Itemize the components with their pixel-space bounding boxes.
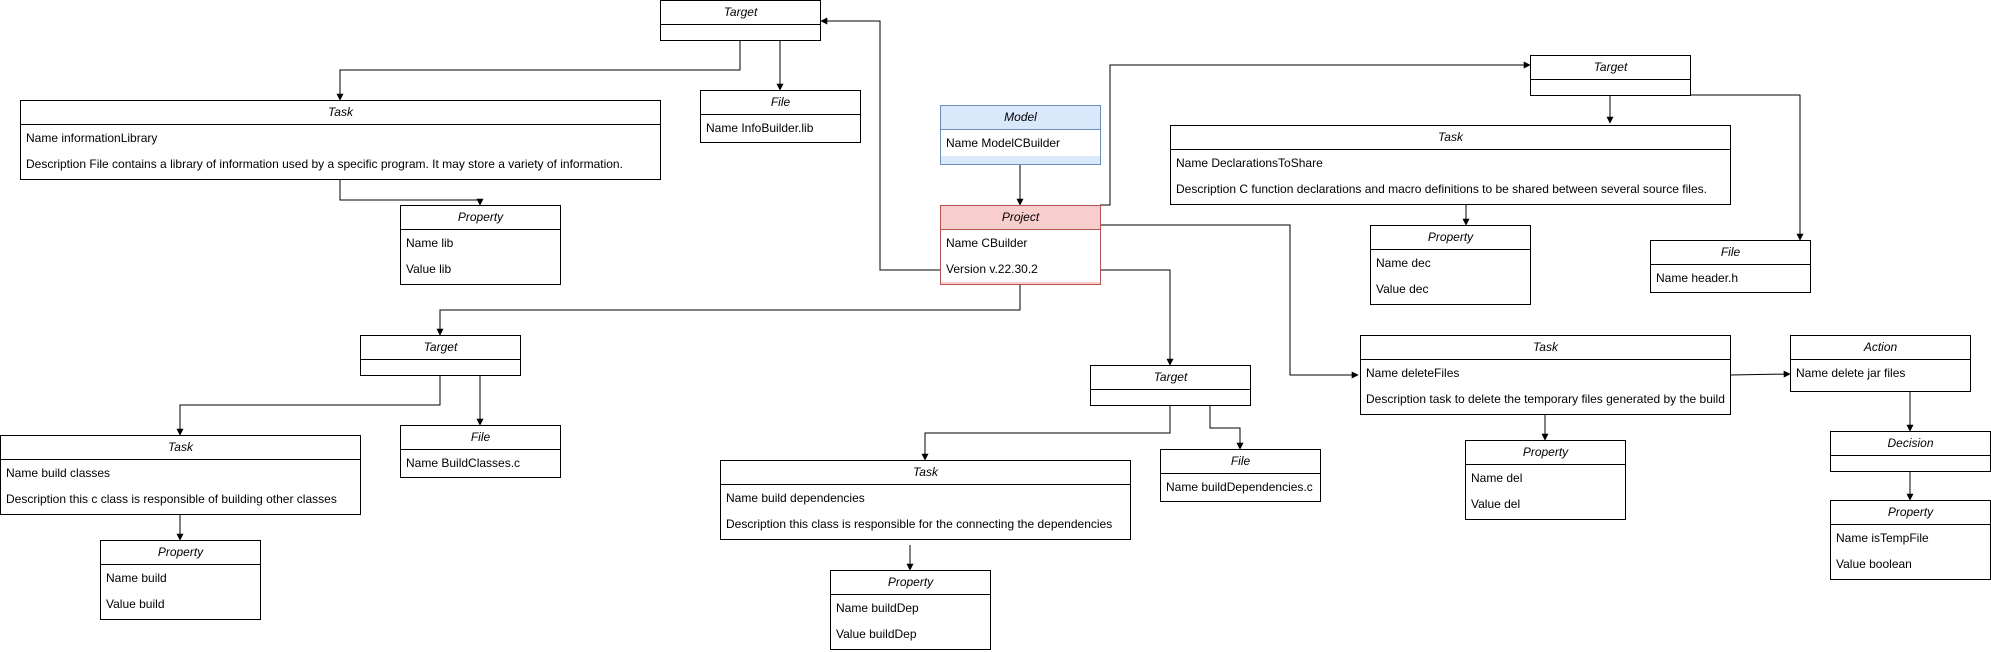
node-value: Value buildDep [836, 627, 917, 641]
node-name: Name delete jar files [1796, 366, 1906, 380]
file-node-builddependencies[interactable]: File Name buildDependencies.c [1160, 449, 1321, 502]
node-title: File [1651, 241, 1810, 265]
node-title: Action [1791, 336, 1970, 360]
node-value: Value del [1471, 497, 1521, 511]
node-version: Version v.22.30.2 [946, 262, 1038, 276]
file-node-header[interactable]: File Name header.h [1650, 240, 1811, 293]
edge-task-info-to-property-lib [339, 180, 484, 206]
node-value: Value lib [406, 262, 452, 276]
node-description: Description C function declarations and … [1176, 182, 1707, 196]
node-title: Property [101, 541, 260, 565]
node-title: Decision [1831, 432, 1990, 456]
node-name: Name informationLibrary [26, 131, 158, 145]
node-name: Name BuildClasses.c [406, 456, 521, 470]
target-node-left[interactable]: Target [360, 335, 521, 376]
node-name: Name CBuilder [946, 236, 1028, 250]
node-name: Name header.h [1656, 271, 1739, 285]
decision-node[interactable]: Decision [1830, 431, 1991, 472]
edge-task-delete-to-action [1729, 370, 1791, 378]
node-value: Value build [106, 597, 165, 611]
node-title: Target [661, 1, 820, 25]
node-name: Name build dependencies [726, 491, 865, 505]
property-node-istempfile[interactable]: Property Name isTempFile Value boolean [1830, 500, 1991, 580]
property-node-del[interactable]: Property Name del Value del [1465, 440, 1626, 520]
node-name: Name deleteFiles [1366, 366, 1460, 380]
action-node[interactable]: Action Name delete jar files [1790, 335, 1971, 392]
node-description: Description task to delete the temporary… [1366, 392, 1725, 406]
project-node[interactable]: Project Name CBuilder Version v.22.30.2 [940, 205, 1101, 285]
node-name: Name ModelCBuilder [946, 136, 1061, 150]
node-title: Property [1831, 501, 1990, 525]
node-title: Target [1531, 56, 1690, 80]
node-title: Property [831, 571, 990, 595]
task-node-build-classes[interactable]: Task Name build classes Description this… [0, 435, 361, 515]
node-name: Name buildDep [836, 601, 919, 615]
edge-target-mid-to-task-deps [921, 405, 1171, 461]
node-description: Description this c class is responsible … [6, 492, 337, 506]
node-value: Value dec [1376, 282, 1429, 296]
node-name: Name del [1471, 471, 1523, 485]
target-node-top[interactable]: Target [660, 0, 821, 41]
node-name: Name dec [1376, 256, 1431, 270]
node-description: Description File contains a library of i… [26, 157, 623, 171]
node-title: Model [941, 106, 1100, 130]
node-name: Name build classes [6, 466, 111, 480]
node-name: Name build [106, 571, 167, 585]
edge-project-to-target-left [436, 285, 1021, 336]
property-node-builddep[interactable]: Property Name buildDep Value buildDep [830, 570, 991, 650]
node-title: Task [1171, 126, 1730, 150]
property-node-lib[interactable]: Property Name lib Value lib [400, 205, 561, 285]
node-title: Task [21, 101, 660, 125]
edge-project-to-target-right [1100, 61, 1531, 206]
task-node-information-library[interactable]: Task Name informationLibrary Description… [20, 100, 661, 180]
node-title: Property [1466, 441, 1625, 465]
property-node-build[interactable]: Property Name build Value build [100, 540, 261, 620]
node-title: Project [941, 206, 1100, 230]
task-node-declarations[interactable]: Task Name DeclarationsToShare Descriptio… [1170, 125, 1731, 205]
edge-target-mid-to-file-deps [1209, 405, 1244, 450]
edge-target-top-to-task-info [336, 41, 741, 101]
property-node-dec[interactable]: Property Name dec Value dec [1370, 225, 1531, 305]
edge-target-right-to-file-header [1690, 94, 1804, 241]
node-value: Value boolean [1836, 557, 1912, 571]
model-node[interactable]: Model Name ModelCBuilder [940, 105, 1101, 165]
edge-target-left-to-task-build [176, 375, 441, 436]
node-title: Task [1, 436, 360, 460]
node-title: Target [361, 336, 520, 360]
node-title: File [1161, 450, 1320, 474]
node-description: Description this class is responsible fo… [726, 517, 1113, 531]
node-title: File [401, 426, 560, 450]
node-name: Name InfoBuilder.lib [706, 121, 814, 135]
node-name: Name lib [406, 236, 454, 250]
target-node-middle[interactable]: Target [1090, 365, 1251, 406]
edge-project-to-target-top [820, 17, 940, 271]
file-node-infobuilder[interactable]: File Name InfoBuilder.lib [700, 90, 861, 143]
node-title: Task [1361, 336, 1730, 360]
node-title: Target [1091, 366, 1250, 390]
task-node-build-dependencies[interactable]: Task Name build dependencies Description… [720, 460, 1131, 540]
node-name: Name isTempFile [1836, 531, 1929, 545]
target-node-right[interactable]: Target [1530, 55, 1691, 96]
node-name: Name DeclarationsToShare [1176, 156, 1323, 170]
node-name: Name buildDependencies.c [1166, 480, 1313, 494]
edge-project-to-target-mid [1100, 269, 1174, 366]
node-title: Property [401, 206, 560, 230]
edge-project-to-task-delete [1100, 224, 1359, 379]
node-title: Task [721, 461, 1130, 485]
file-node-buildclasses[interactable]: File Name BuildClasses.c [400, 425, 561, 478]
task-node-delete-files[interactable]: Task Name deleteFiles Description task t… [1360, 335, 1731, 415]
node-title: File [701, 91, 860, 115]
node-title: Property [1371, 226, 1530, 250]
